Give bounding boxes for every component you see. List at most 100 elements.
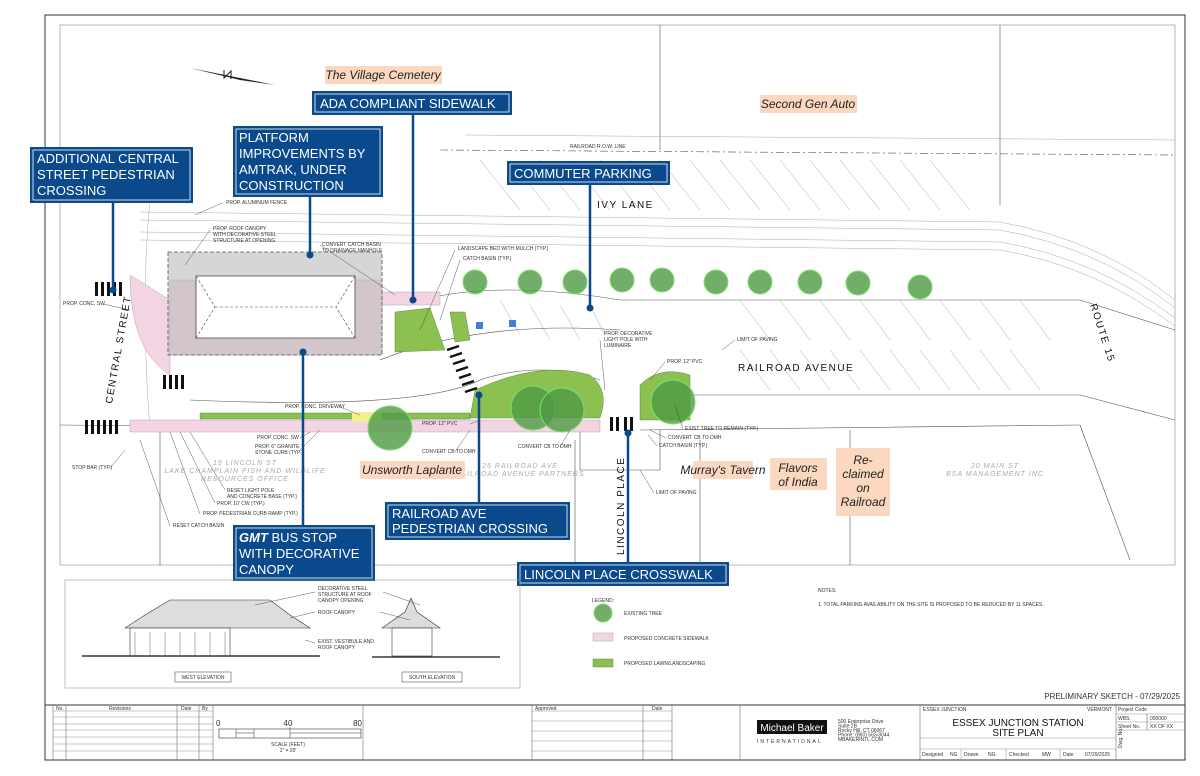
svg-text:Designed: Designed (922, 752, 943, 758)
property-26-railroad: 26 RAILROAD AVE (481, 463, 558, 470)
property-15-lincoln-owner: LAKE CHAMPLAIN FISH AND WILDLIFE (164, 468, 325, 475)
legend-label: EXISTING TREE (624, 611, 663, 617)
svg-text:of India: of India (778, 475, 818, 489)
limit-paving-note: LIMIT OF PAVING (656, 490, 697, 496)
conc-sw-note: PROP. CONC. SW (257, 435, 299, 441)
cw-note: PROP. 10' CW (TYP.) (217, 501, 265, 507)
svg-text:ADDITIONAL CENTRAL: ADDITIONAL CENTRAL (37, 151, 179, 166)
svg-text:Phone: (860) 563-3044: Phone: (860) 563-3044 (838, 733, 890, 739)
exist-tree-note: EXIST TREE TO REMAIN (TYP.) (685, 426, 759, 432)
tree (517, 269, 543, 295)
svg-text:Rocky Hill, CT 06067: Rocky Hill, CT 06067 (838, 728, 885, 734)
callout-ada-sidewalk: ADA COMPLIANT SIDEWALK (312, 91, 512, 115)
svg-text:ROOF CANOPY: ROOF CANOPY (318, 645, 356, 651)
fence-note: PROP. ALUMINUM FENCE (226, 200, 288, 206)
lawn-swatch (592, 658, 614, 668)
svg-text:Murray's Tavern: Murray's Tavern (680, 463, 766, 477)
granite-note-2: STONE CURB (TYP.) (255, 450, 303, 456)
leader-lines (102, 202, 736, 527)
tree (797, 269, 823, 295)
tree (539, 387, 585, 433)
legend-label: PROPOSED CONCRETE SIDEWALK (624, 636, 709, 642)
south-elevation-label: SOUTH ELEVATION (409, 675, 456, 681)
svg-text:XX OF XX: XX OF XX (1150, 724, 1174, 730)
svg-text:Flavors: Flavors (778, 461, 817, 475)
svg-text:0: 0 (216, 719, 221, 728)
svg-text:Michael Baker: Michael Baker (760, 723, 824, 734)
svg-text:40: 40 (284, 719, 293, 728)
reset-basin-note: RESET CATCH BASIN (173, 523, 225, 529)
svg-text:Re-: Re- (853, 453, 872, 467)
label-village-cemetery: The Village Cemetery (325, 66, 442, 84)
svg-text:GMT BUS STOP: GMT BUS STOP (239, 530, 337, 545)
convert-basin-note-2: TO DRAINAGE MANHOLE (322, 248, 383, 254)
svg-text:Railroad: Railroad (841, 495, 886, 509)
svg-text:CONSTRUCTION: CONSTRUCTION (239, 178, 344, 193)
granite-note-1: PROP. 6" GRANITE (255, 444, 300, 450)
accessible-parking-icon (509, 320, 516, 327)
tree (367, 405, 413, 451)
svg-text:WITH DECORATIVE: WITH DECORATIVE (239, 546, 360, 561)
notes-title: NOTES: (818, 588, 837, 594)
street-ivy-lane: IVY LANE (597, 200, 654, 211)
svg-text:Dwg. No.: Dwg. No. (1118, 727, 1124, 748)
svg-text:07/29/2025: 07/29/2025 (1085, 752, 1110, 758)
existing-trees (367, 267, 933, 451)
tree (462, 269, 488, 295)
state-label: VERMONT (1087, 707, 1112, 713)
property-26-railroad-owner: RAILROAD AVENUE PARTNERS (455, 471, 584, 478)
convert-cb-note: CONVERT CB TO DMH (668, 435, 722, 441)
tree (649, 267, 675, 293)
svg-text:WBS:: WBS: (1118, 716, 1131, 722)
svg-text:80: 80 (353, 719, 362, 728)
conc-sw-note: PROP. CONC. SW (63, 301, 105, 307)
location-label: ESSEX JUNCTION (923, 707, 967, 713)
svg-text:AMTRAK, UNDER: AMTRAK, UNDER (239, 162, 347, 177)
crosswalk-markings (85, 282, 633, 434)
svg-text:CANOPY: CANOPY (239, 562, 294, 577)
label-second-gen-auto: Second Gen Auto (760, 95, 857, 113)
svg-text:000000: 000000 (1150, 716, 1167, 722)
callout-lincoln-place-crosswalk: LINCOLN PLACE CROSSWALK (517, 562, 729, 586)
callout-commuter-parking: COMMUTER PARKING (507, 161, 670, 185)
svg-text:Date: Date (1063, 752, 1074, 758)
label-unsworth-laplante: Unsworth Laplante (360, 461, 465, 479)
svg-text:ADA COMPLIANT SIDEWALK: ADA COMPLIANT SIDEWALK (320, 96, 496, 111)
property-20-main-owner: BSA MANAGEMENT INC (946, 471, 1044, 478)
svg-text:The Village Cemetery: The Village Cemetery (325, 68, 441, 82)
svg-text:SCALE (FEET): SCALE (FEET) (271, 742, 305, 748)
street-central-street: CENTRAL STREET (104, 295, 134, 405)
street-railroad-avenue: RAILROAD AVENUE (738, 363, 854, 374)
landscape-bed-note: LANDSCAPE BED WITH MULCH (TYP.) (458, 246, 549, 252)
convert-cb-note: CONVERT CB TO DMH (422, 449, 476, 455)
svg-text:NG: NG (950, 752, 958, 758)
michael-baker-logo: Michael Baker INTERNATIONAL (757, 720, 827, 745)
property-15-lincoln: 15 LINCOLN ST (213, 460, 277, 467)
note-item: 1. TOTAL PARKING AVAILABILITY ON THE SIT… (818, 602, 1044, 608)
svg-text:MBAKERINTL.COM: MBAKERINTL.COM (838, 737, 883, 743)
svg-text:LINCOLN PLACE CROSSWALK: LINCOLN PLACE CROSSWALK (524, 567, 713, 582)
existing-tree-icon (593, 603, 613, 623)
reset-pole-note-1: RESET LIGHT POLE (227, 488, 275, 494)
tree (907, 274, 933, 300)
callout-pointers (109, 115, 632, 562)
sidewalk-swatch (592, 632, 614, 642)
pvc-note: PROP. 12" PVC (422, 421, 458, 427)
tree (703, 269, 729, 295)
roof-note-1: PROP. ROOF CANOPY (213, 226, 267, 232)
svg-text:STREET PEDESTRIAN: STREET PEDESTRIAN (37, 167, 175, 182)
svg-text:on: on (856, 481, 870, 495)
driveway-note: PROP. CONC. DRIVEWAY (285, 404, 346, 410)
svg-text:Suite 2B: Suite 2B (838, 724, 858, 730)
svg-text:MW: MW (1042, 752, 1051, 758)
svg-text:Date: Date (181, 706, 192, 712)
catch-basin-note: CATCH BASIN (TYP.) (463, 256, 512, 262)
svg-text:STRUCTURE AT ROOF: STRUCTURE AT ROOF (318, 592, 372, 598)
tree (747, 269, 773, 295)
title-block: No. Revisions Date By 0 40 80 SCALE (FEE… (45, 704, 1185, 760)
